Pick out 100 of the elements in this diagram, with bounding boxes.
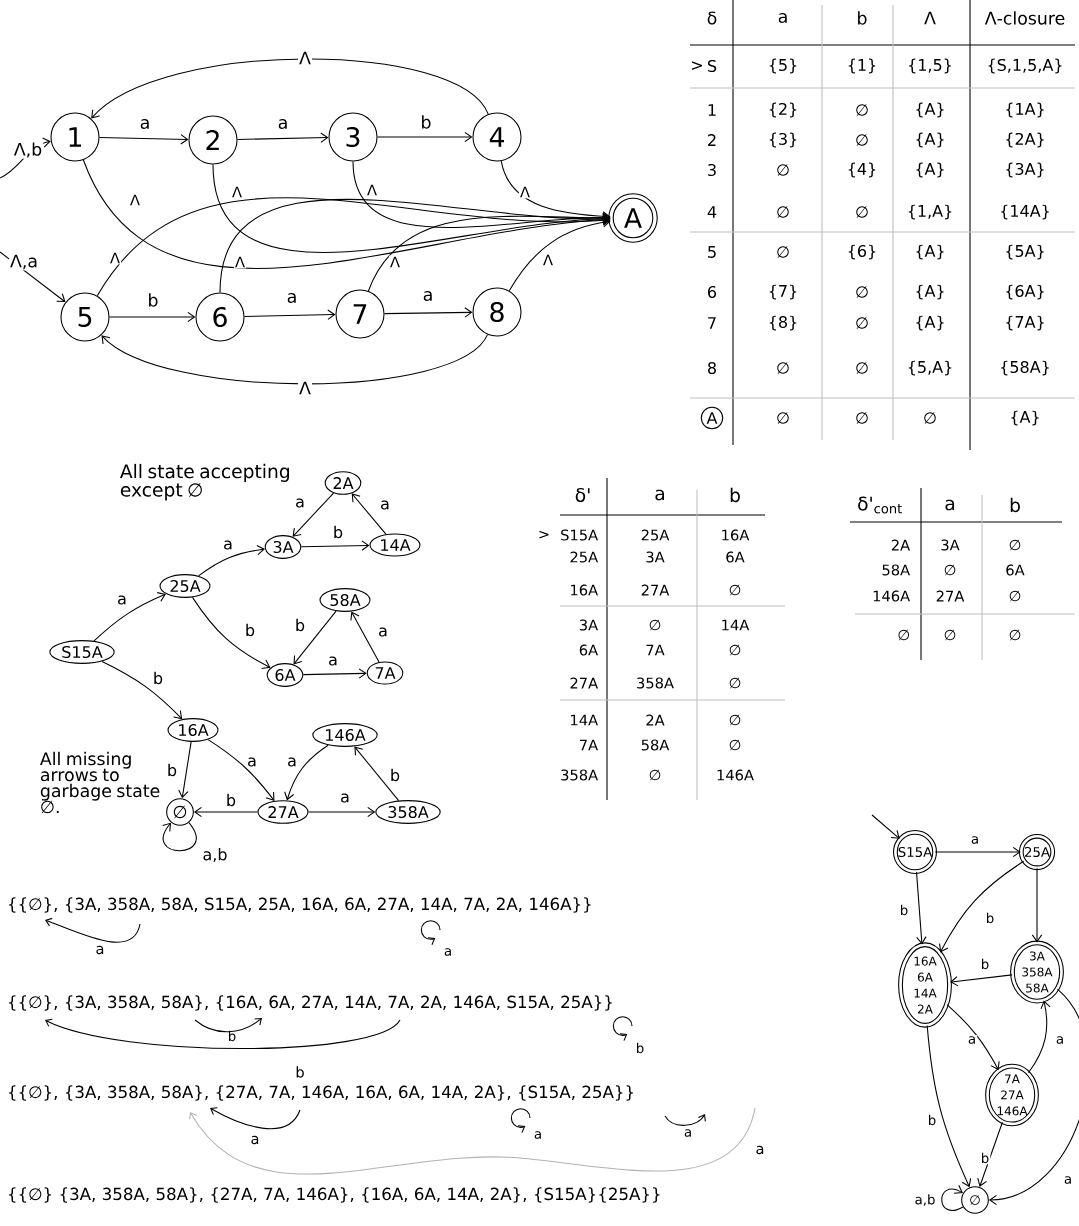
table-heading: a [655, 489, 665, 501]
arrow [926, 1025, 972, 1188]
partition-line: {{∅}, {3A, 358A, 58A}, {27A, 7A, 146A, 16A, 6A, 14A, 2A}, {S15A, 25A}} [8, 1085, 634, 1101]
table-value: 146A [717, 769, 754, 781]
row-label: 25A [570, 551, 598, 563]
partition-line: {{∅} {3A, 358A, 58A}, {27A, 7A, 146A}, {16A, 6A, 14A, 2A}, {S15A}{25A}} [8, 1187, 660, 1203]
table-value: ∅ [729, 739, 741, 751]
row-label: 5 [708, 246, 716, 258]
edge-label: a [285, 291, 299, 305]
table-value: {A} [916, 132, 944, 148]
table-value: 2A [646, 714, 665, 726]
table-value: 3A [941, 539, 960, 551]
edge-label: a [377, 626, 389, 638]
table-value: 27A [936, 590, 965, 602]
edge-label: Λ,a [8, 253, 40, 271]
row-label: 1 [708, 104, 716, 116]
edge-label: Λ [298, 50, 312, 66]
table-value: {4} [848, 162, 876, 178]
edge-label: b [146, 292, 160, 308]
row-label: 14A [571, 714, 598, 726]
edge-label: a [1054, 1035, 1066, 1045]
edge-label: Λ [541, 253, 555, 267]
table-value: ∅ [777, 164, 789, 176]
arrow [93, 592, 166, 642]
edge-label: b [388, 767, 402, 783]
arrow [162, 822, 197, 852]
arrow [99, 134, 189, 145]
table-value: {5} [769, 58, 797, 74]
table-value: {A} [916, 162, 944, 178]
edge-label: Λ [230, 185, 244, 199]
edge-label: a [276, 117, 290, 131]
table-value: ∅ [1009, 539, 1021, 551]
edge-label: Λ [518, 185, 532, 199]
annotation-label: a [756, 1145, 764, 1155]
edge-label: b [243, 622, 257, 638]
row-label: 8 [708, 361, 716, 375]
table-value: 3A [646, 551, 665, 563]
table-value: ∅ [777, 246, 789, 258]
table-value: ∅ [856, 286, 868, 298]
table-value: ∅ [856, 104, 868, 116]
arrow [934, 846, 1021, 858]
row-label: 2A [891, 539, 910, 551]
table-value: ∅ [729, 584, 741, 596]
edge-label: a,b [201, 846, 229, 864]
arrow [871, 814, 900, 839]
table-value: 27A [641, 584, 670, 596]
table-value: 14A [722, 619, 750, 631]
arrow [207, 739, 275, 801]
table-value: {A} [1011, 410, 1039, 426]
edge-label: a [222, 539, 234, 551]
edge-label: b [926, 1113, 938, 1127]
edge-label: a [138, 117, 152, 131]
edge-label: Λ [128, 193, 142, 207]
edge-label: b [979, 957, 991, 971]
edge-label: b [224, 792, 238, 808]
table-value: {5A} [1006, 244, 1044, 260]
row-label: 146A [873, 590, 910, 602]
row-label: 27A [570, 677, 598, 689]
arrow [950, 974, 1013, 987]
arrow [946, 1004, 1000, 1071]
row-label: 4 [707, 206, 717, 218]
arrow [351, 493, 387, 535]
table-value: ∅ [729, 644, 741, 656]
table-value: {58A} [1001, 360, 1049, 376]
arrow [508, 217, 611, 292]
table-heading: δ [707, 11, 717, 25]
edge-label: a [294, 497, 306, 509]
edge-label: a [339, 792, 351, 804]
arrow [1031, 867, 1043, 943]
table-value: 6A [1006, 564, 1025, 576]
edge-label: b [419, 114, 433, 130]
edge-label: b [984, 911, 996, 925]
start-marker: > [539, 530, 549, 539]
edge-label: Λ [233, 255, 247, 269]
table-value: ∅ [856, 412, 868, 424]
table-value: 7A [646, 644, 665, 656]
table-value: 358A [637, 677, 674, 689]
table-heading: b [858, 11, 867, 25]
annotation-label: a [534, 1131, 541, 1139]
table-value: 25A [641, 529, 670, 541]
edge-label: a [969, 835, 981, 845]
table-value: ∅ [649, 619, 661, 631]
table-value: ∅ [729, 714, 741, 726]
arrow [191, 596, 271, 669]
table-value: ∅ [1009, 590, 1021, 602]
table-value: ∅ [856, 362, 868, 374]
annotation-label: b [637, 1042, 644, 1054]
row-label: 6A [579, 644, 598, 656]
table-heading: a [945, 499, 955, 511]
edge-label: a [1062, 1175, 1074, 1185]
edge-label: b [979, 1151, 991, 1165]
table-value: ∅ [924, 412, 936, 424]
table-heading: δ' [575, 487, 590, 503]
arrow [284, 744, 329, 801]
table-value: ∅ [777, 362, 789, 374]
table-value: {2} [769, 102, 797, 118]
table-heading: δ'$_{cont}$ [858, 496, 902, 514]
arrow [354, 746, 400, 802]
table-value: ∅ [1009, 629, 1021, 641]
edge-label: b [331, 524, 345, 540]
